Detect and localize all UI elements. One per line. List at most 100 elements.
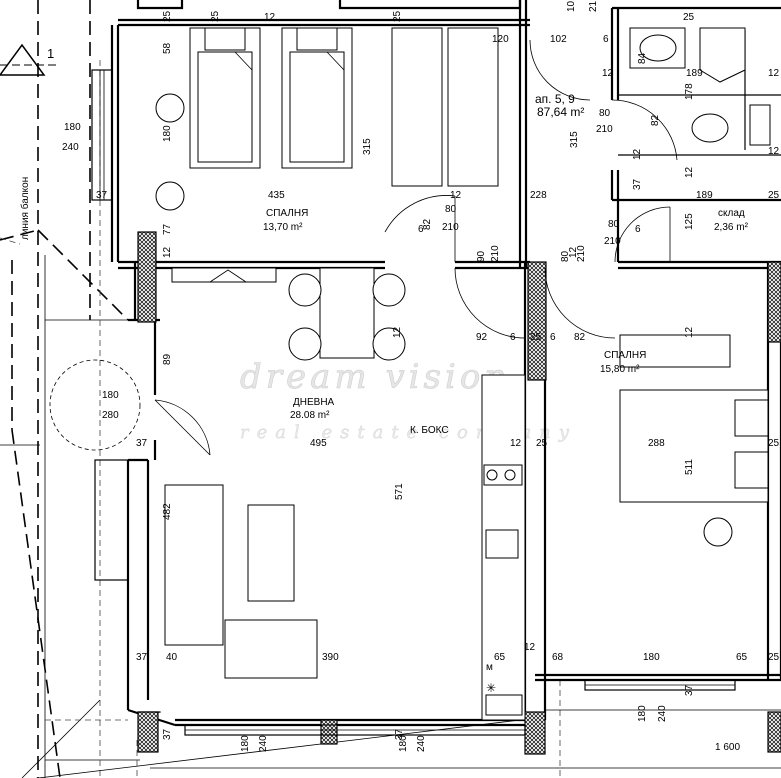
dim-label: 12 (568, 246, 579, 258)
bedroom2-area: 15,80 m² (600, 364, 640, 375)
bedroom1-name: СПАЛНЯ (266, 208, 308, 219)
bedroom1-area: 13,70 m² (263, 222, 303, 233)
dim-label: 210 (576, 245, 587, 262)
storage-name: склад (718, 208, 745, 219)
columns (137, 231, 781, 755)
dim-label: 210 (490, 245, 501, 262)
dim-label: 315 (569, 131, 580, 148)
dim-label: 315 (362, 138, 373, 155)
dim-label: 68 (552, 652, 564, 663)
dim-label: 240 (258, 735, 269, 752)
apartment-area: 87,64 m² (537, 105, 584, 119)
dim-label: 80 (599, 108, 611, 119)
dim-label: 82 (574, 332, 586, 343)
dim-label: 25 (530, 332, 542, 343)
balcony-line-label: линия балкон (19, 177, 31, 240)
dim-label: 65 (494, 652, 506, 663)
dim-label: 90 (476, 250, 487, 262)
dim-label: 12 (768, 146, 780, 157)
dim-label: 37 (632, 178, 643, 190)
dim-label: 180 (637, 705, 648, 722)
dim-label: 511 (684, 459, 695, 475)
fridge-mark: м (486, 662, 493, 673)
dim-label: 288 (648, 438, 665, 449)
dim-label: 210 (596, 124, 613, 135)
dim-label: 571 (394, 483, 405, 500)
dim-label: 37 (96, 190, 108, 201)
dim-label: 25 (768, 190, 780, 201)
dim-label: 240 (416, 735, 427, 752)
section-marker-label: 1 (47, 46, 54, 61)
dim-label: 189 (686, 68, 703, 79)
dim-label: 12 (632, 148, 643, 160)
dim-label: 82 (422, 218, 433, 230)
bedroom2-name: СПАЛНЯ (604, 350, 646, 361)
dim-label: 77 (162, 223, 173, 235)
room-labels: ап. 5, 9 87,64 m² СПАЛНЯ 13,70 m² ДНЕВНА… (263, 92, 749, 695)
living-area: 28.08 m² (290, 410, 330, 421)
dim-label: 180 (398, 735, 409, 752)
dim-label: 210 (604, 236, 621, 247)
dim-label: 178 (684, 83, 695, 100)
dim-label: 37 (394, 728, 405, 740)
dim-label: 482 (162, 503, 173, 520)
dim-label: 37 (684, 684, 695, 696)
dim-label: 80 (560, 250, 571, 262)
dim-label: 495 (310, 438, 327, 449)
dim-label: 1 600 (715, 742, 740, 753)
dim-label: 10 (566, 0, 577, 12)
dim-label: 25 (162, 10, 173, 22)
dim-label: 82 (650, 114, 661, 126)
dim-label: 58 (162, 42, 173, 54)
dim-label: 25 (392, 10, 403, 22)
dim-label: 180 (643, 652, 660, 663)
dim-label: 37 (136, 438, 148, 449)
dim-label: 189 (696, 190, 713, 201)
dim-label: 12 (684, 326, 695, 338)
living-name: ДНЕВНА (293, 397, 335, 408)
dim-label: 125 (684, 213, 695, 230)
dim-label: 12 (684, 166, 695, 178)
dim-label: 25 (210, 10, 221, 22)
dim-label: 6 (510, 332, 516, 343)
dim-label: 12 (450, 190, 462, 201)
dim-label: 12 (264, 12, 276, 23)
dim-label: 21 (588, 0, 599, 12)
watermark-title: dream vision (240, 357, 510, 397)
dim-label: 6 (635, 224, 641, 235)
dim-label: 180 (240, 735, 251, 752)
dimensions: 25 25 25 10 21 12 25 58 120 102 6 84 12 … (62, 0, 780, 753)
extractor-mark: ✳ (486, 681, 496, 695)
dim-label: 180 (102, 390, 119, 401)
dim-label: 89 (162, 353, 173, 365)
dim-label: 390 (322, 652, 339, 663)
dim-label: 25 (683, 12, 695, 23)
dim-label: 12 (524, 642, 536, 653)
dim-label: 25 (768, 438, 780, 449)
dim-label: 6 (603, 34, 609, 45)
dim-label: 12 (602, 68, 614, 79)
dim-label: 12 (392, 326, 403, 338)
dim-label: 40 (166, 652, 178, 663)
furniture (155, 27, 771, 726)
dim-label: 180 (162, 125, 173, 142)
dim-label: 240 (62, 142, 79, 153)
dim-label: 240 (657, 705, 668, 722)
storage-area: 2,36 m² (714, 222, 749, 233)
dim-label: 37 (162, 728, 173, 740)
dim-label: 25 (536, 438, 548, 449)
dim-label: 435 (268, 190, 285, 201)
dim-label: 120 (492, 34, 509, 45)
watermark-subtitle: real estate company (240, 422, 577, 443)
dim-label: 280 (102, 410, 119, 421)
dim-label: 210 (442, 222, 459, 233)
kitchen-name: К. БОКС (410, 425, 449, 436)
dim-label: 180 (64, 122, 81, 133)
dim-label: 12 (510, 438, 522, 449)
windows (91, 69, 736, 736)
dim-label: 65 (736, 652, 748, 663)
doors (49, 39, 678, 456)
dim-label: 37 (136, 652, 148, 663)
dim-label: 25 (768, 652, 780, 663)
